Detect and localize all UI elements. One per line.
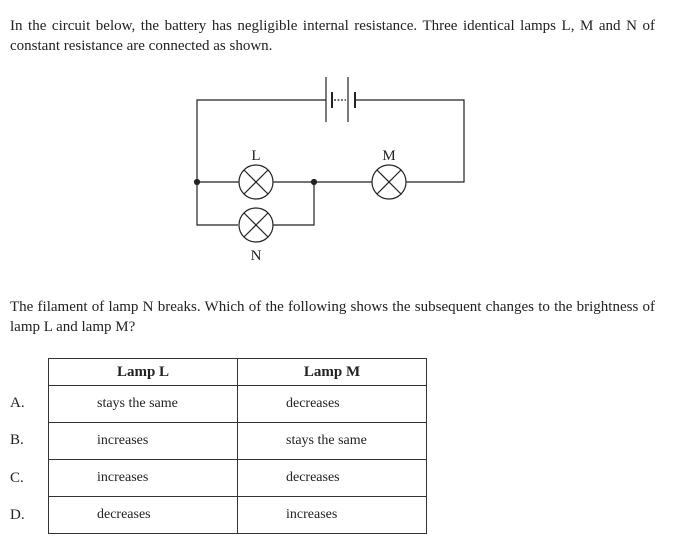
cell-lamp-m: stays the same (237, 422, 427, 460)
option-label-a: A. (10, 395, 25, 411)
cell-lamp-m: decreases (237, 459, 427, 497)
lamp-l-icon (238, 164, 274, 200)
option-label-c: C. (10, 470, 24, 486)
option-label-b: B. (10, 432, 24, 448)
cell-lamp-l: stays the same (48, 385, 238, 423)
header-lamp-m: Lamp M (237, 358, 427, 386)
header-lamp-l: Lamp L (48, 358, 238, 386)
wires (196, 99, 465, 226)
lamp-n-label: N (251, 248, 262, 264)
table-header: Lamp L Lamp M (48, 358, 427, 386)
cell-lamp-l: decreases (48, 496, 238, 534)
cell-lamp-l: increases (48, 422, 238, 460)
option-label-d: D. (10, 507, 25, 523)
cell-lamp-m: increases (237, 496, 427, 534)
question-intro: In the circuit below, the battery has ne… (10, 18, 655, 54)
lamp-n-icon (238, 207, 274, 243)
lamp-l-label: L (251, 148, 260, 164)
question-prompt: The filament of lamp N breaks. Which of … (10, 299, 655, 335)
junction-dot (310, 178, 318, 186)
cell-lamp-m: decreases (237, 385, 427, 423)
lamp-m-label: M (382, 148, 395, 164)
battery-icon (325, 77, 356, 122)
circuit-diagram: L M N (193, 77, 465, 264)
lamp-m-icon (371, 164, 407, 200)
cell-lamp-l: increases (48, 459, 238, 497)
junction-dot (193, 178, 201, 186)
